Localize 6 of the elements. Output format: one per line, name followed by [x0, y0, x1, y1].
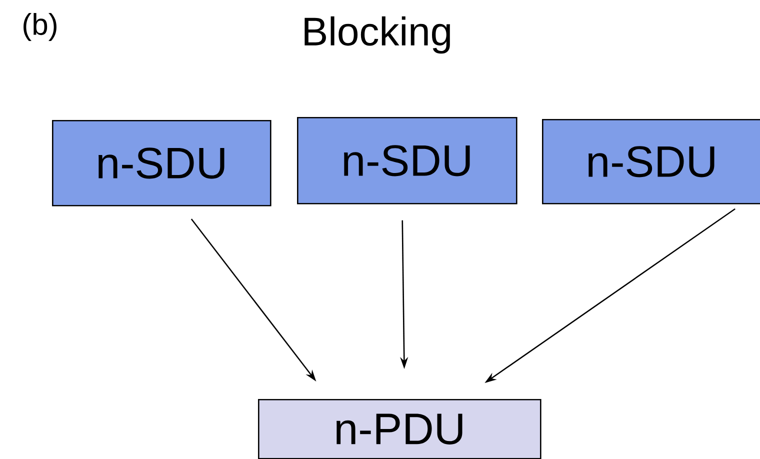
panel-label: (b)	[24, 13, 56, 41]
process-box: n-SDU	[52, 120, 272, 206]
process-box: n-PDU	[258, 399, 542, 459]
process-box: n-SDU	[542, 119, 760, 204]
title: Blocking	[304, 16, 450, 54]
process-box: n-SDU	[297, 117, 518, 204]
